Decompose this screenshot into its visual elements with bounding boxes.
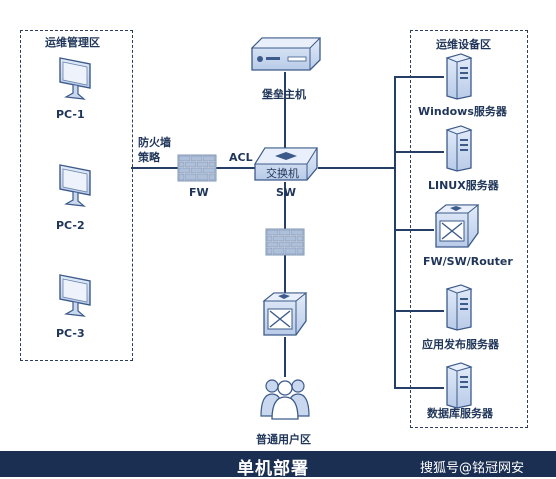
firewall-icon [177,154,217,182]
user-zone-label: 普通用户区 [256,433,311,446]
fw-sw-router-label: FW/SW/Router [423,255,513,268]
pc-3-label: PC-3 [56,327,85,340]
switch-inner-label: 交换机 [266,167,299,180]
server-appliance-icon [250,37,322,71]
db-server-label: 数据库服务器 [427,407,493,420]
tower-server-icon [443,52,473,100]
app-server-label: 应用发布服务器 [422,338,499,351]
footer-bar: 单机部署 搜狐号@铭冠网安 [0,451,556,479]
switch-name: SW [276,186,297,199]
monitor-icon [54,55,94,103]
switch-icon [254,147,318,181]
firewall-name: FW [189,186,209,199]
acl-label: ACL [229,151,253,164]
pc-1-label: PC-1 [56,108,85,121]
ops-management-zone [20,30,133,361]
users-icon [260,379,310,420]
firewall-policy-label: 防火墙 策略 [138,136,171,164]
tower-server-icon [443,361,473,409]
link-bus-db-server [394,387,444,389]
bastion-label: 堡垒主机 [262,88,306,101]
ops-management-zone-title: 运维管理区 [45,36,100,49]
switch-cube-icon [432,203,482,249]
pc-2-label: PC-2 [56,219,85,232]
link-bus-app-server [394,310,444,312]
footer-title: 单机部署 [237,459,309,479]
monitor-icon [54,272,94,320]
tower-server-icon [443,124,473,172]
windows-server-label: Windows服务器 [418,105,507,118]
tower-server-icon [443,283,473,331]
footer-credit: 搜狐号@铭冠网安 [420,461,525,476]
server-bus [394,76,396,389]
link-user-switch-to-users [284,337,286,377]
link-bastion-to-switch [284,72,286,148]
monitor-icon [54,162,94,210]
link-bus-windows [394,76,444,78]
ops-devices-zone-title: 运维设备区 [436,38,491,51]
linux-server-label: LINUX服务器 [428,179,499,192]
firewall-icon [265,228,305,256]
link-bus-fw-sw-router [394,229,434,231]
link-bus-linux [394,151,444,153]
link-switch-to-servers [318,167,396,169]
switch-cube-icon [258,291,312,337]
